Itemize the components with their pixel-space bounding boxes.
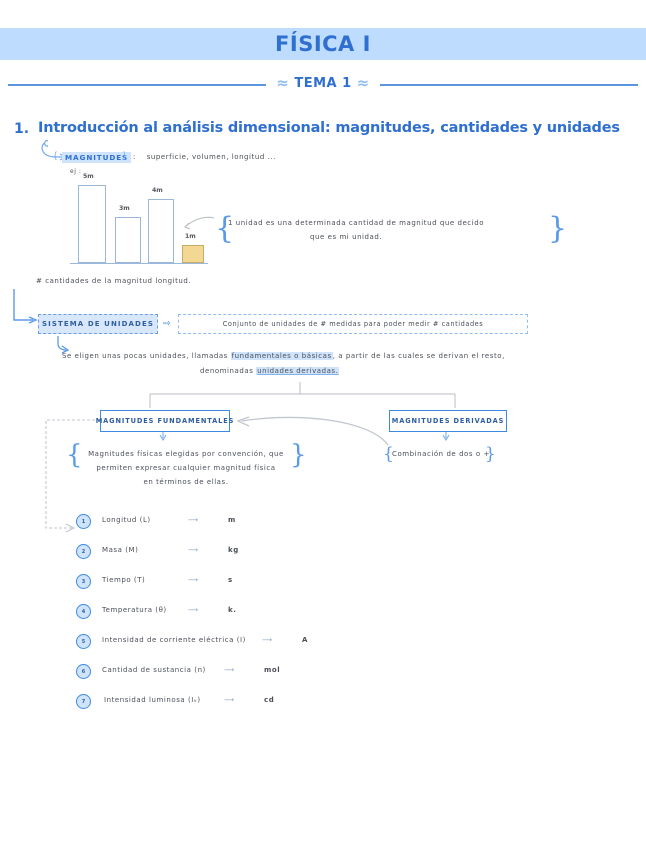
magnitude-unit: A <box>302 636 308 644</box>
squiggle-right-icon: ≈ <box>356 74 370 92</box>
list-item: 3 Tiempo (T) ⟶ s <box>76 573 496 603</box>
bar-label-2: 3m <box>119 205 130 212</box>
bar-3 <box>148 199 174 263</box>
sistema-subtext-line2: denominadas unidades derivadas. <box>200 367 340 375</box>
sub1-part-b: , a partir de las cuales se derivan el r… <box>332 352 505 360</box>
magnitude-name: Tiempo (T) <box>102 576 146 584</box>
brace-right-unit-def: } <box>548 211 568 246</box>
magnitude-unit: cd <box>264 696 275 704</box>
section-title: Introducción al análisis dimensional: ma… <box>38 120 620 136</box>
list-item: 1 Longitud (L) ⟶ m <box>76 513 496 543</box>
magnitude-name: Masa (M) <box>102 546 139 554</box>
tema-container: ≈ TEMA 1 ≈ <box>0 74 646 92</box>
sub1-part-a: Se eligen unas pocas unidades, llamadas <box>62 352 231 360</box>
arrow-right-icon: ⟶ <box>224 666 235 674</box>
magnitudes-derivadas-label: MAGNITUDES DERIVADAS <box>391 417 505 425</box>
arrow-right-icon: ⟶ <box>262 636 273 644</box>
list-item-bullet: 4 <box>76 604 91 619</box>
fund-desc-line2: permiten expresar cualquier magnitud fís… <box>96 464 276 472</box>
arrow-right-icon: ⟶ <box>188 606 199 614</box>
list-item-bullet: 3 <box>76 574 91 589</box>
brace-left-magnitudes: { <box>54 150 58 160</box>
list-item: 2 Masa (M) ⟶ kg <box>76 543 496 573</box>
unit-definition-line1: 1 unidad es una determinada cantidad de … <box>228 219 485 227</box>
list-item: 6 Cantidad de sustancia (n) ⟶ mol <box>76 663 496 693</box>
bar-1 <box>78 185 106 263</box>
arrow-right-icon: ⟶ <box>224 696 235 704</box>
derivadas-description: Combinación de dos o + <box>392 450 490 458</box>
brace-left-fund-desc: { <box>66 440 83 470</box>
magnitude-name: Temperatura (θ) <box>102 606 167 614</box>
chart-x-axis <box>70 263 208 264</box>
arrow-right-icon: ⟶ <box>188 546 199 554</box>
sub2-highlight: unidades derivadas. <box>256 367 340 375</box>
magnitudes-fundamentales-label: MAGNITUDES FUNDAMENTALES <box>95 417 235 425</box>
tema-label: TEMA 1 <box>294 75 352 91</box>
bar-label-3: 4m <box>152 187 163 194</box>
magnitudes-derivadas-box: MAGNITUDES DERIVADAS <box>389 410 507 432</box>
chart-caption: # cantidades de la magnitud longitud. <box>36 277 192 285</box>
magnitude-name: Intensidad de corriente eléctrica (I) <box>102 636 246 644</box>
sistema-definition-box: Conjunto de unidades de # medidas para p… <box>178 314 528 334</box>
magnitudes-examples: : superficie, volumen, longitud ... <box>133 153 276 161</box>
sistema-de-unidades-label: SISTEMA DE UNIDADES <box>41 320 154 328</box>
brace-right-deriv-desc: } <box>485 444 496 464</box>
list-item: 5 Intensidad de corriente eléctrica (I) ⟶ A <box>76 633 496 663</box>
list-item: 4 Temperatura (θ) ⟶ k. <box>76 603 496 633</box>
magnitude-name: Longitud (L) <box>102 516 151 524</box>
brace-left-deriv-desc: { <box>383 444 394 464</box>
bar-chart: 5m 3m 4m 1m <box>70 173 208 264</box>
list-item-bullet: 7 <box>76 694 91 709</box>
sub2-part-a: denominadas <box>200 367 257 375</box>
section-number: 1. <box>14 121 30 137</box>
unit-definition-line2: que es mi unidad. <box>310 233 383 241</box>
list-item: 7 Intensidad luminosa (Iᵥ) ⟶ cd <box>76 693 496 723</box>
list-item-bullet: 6 <box>76 664 91 679</box>
sub1-highlight: fundamentales o básicas <box>230 352 333 360</box>
page-title: FÍSICA I <box>275 32 371 56</box>
examples-text: superficie, volumen, longitud ... <box>146 153 276 161</box>
magnitudes-fundamentales-box: MAGNITUDES FUNDAMENTALES <box>96 410 233 432</box>
sistema-de-unidades-box: SISTEMA DE UNIDADES <box>38 314 158 334</box>
arrow-right-icon: ⟶ <box>188 576 199 584</box>
sistema-definition-text: Conjunto de unidades de # medidas para p… <box>222 320 484 328</box>
fund-desc-line3: en términos de ellas. <box>143 478 229 486</box>
list-item-bullet: 5 <box>76 634 91 649</box>
tema-badge: ≈ TEMA 1 ≈ <box>266 74 380 92</box>
bar-4-highlighted <box>182 245 204 263</box>
arrow-right-icon: ⟶ <box>188 516 199 524</box>
fundamental-magnitudes-list: 1 Longitud (L) ⟶ m 2 Masa (M) ⟶ kg 3 Tiempo (T) ⟶ s… <box>76 513 496 723</box>
title-banner <box>0 28 646 60</box>
bar-label-1: 5m <box>83 173 94 180</box>
magnitudes-label: MAGNITUDES <box>62 152 132 163</box>
squiggle-left-icon: ≈ <box>276 74 290 92</box>
colon-text: : <box>133 153 136 161</box>
brace-right-fund-desc: } <box>290 440 307 470</box>
magnitude-unit: mol <box>264 666 281 674</box>
list-item-bullet: 2 <box>76 544 91 559</box>
sistema-subtext-line1: Se eligen unas pocas unidades, llamadas … <box>62 352 505 360</box>
magnitude-name: Intensidad luminosa (Iᵥ) <box>104 696 201 704</box>
list-item-bullet: 1 <box>76 514 91 529</box>
example-label: ej : <box>70 168 82 175</box>
fund-desc-line1: Magnitudes físicas elegidas por convenci… <box>88 450 284 458</box>
brace-right-magnitudes: } <box>123 150 127 160</box>
bar-label-4: 1m <box>185 233 196 240</box>
brace-left-unit-def: { <box>215 211 235 246</box>
magnitude-unit: s <box>228 576 233 584</box>
magnitude-unit: m <box>228 516 236 524</box>
magnitude-name: Cantidad de sustancia (n) <box>102 666 206 674</box>
fundamentales-description: Magnitudes físicas elegidas por convenci… <box>75 447 297 489</box>
bar-2 <box>115 217 141 263</box>
magnitude-unit: k. <box>228 606 237 614</box>
arrow-right-icon: ⇨ <box>163 319 172 329</box>
magnitude-unit: kg <box>228 546 239 554</box>
